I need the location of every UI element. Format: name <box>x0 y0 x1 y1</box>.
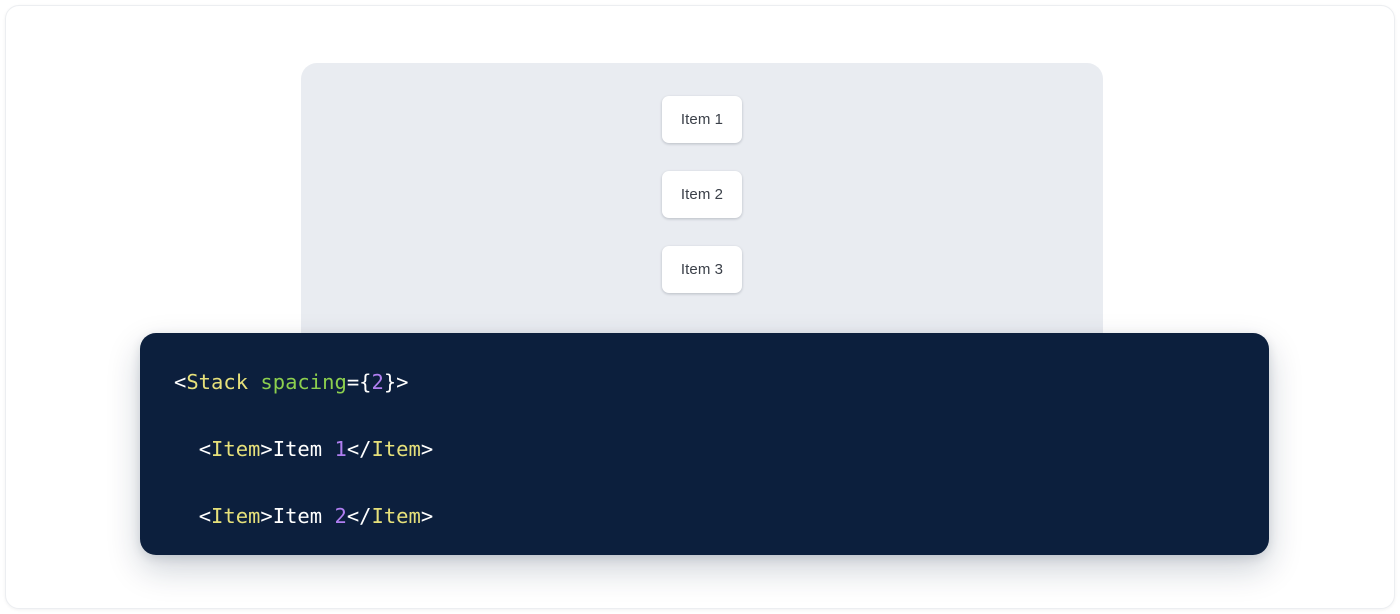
code-token-tag: Item <box>211 504 261 529</box>
stack-item-label: Item 1 <box>680 111 724 128</box>
code-block: <Stack spacing={2}> <Item>Item 1</Item> … <box>174 366 1269 555</box>
code-token-text: Item <box>272 437 335 462</box>
code-token-text: Item <box>272 504 335 529</box>
code-token-punct: < <box>198 437 212 462</box>
code-token-punct: > <box>420 437 434 462</box>
stack-item-label: Item 2 <box>680 186 724 203</box>
stack-container: Item 1 Item 2 Item 3 <box>301 96 1103 293</box>
code-panel[interactable]: <Stack spacing={2}> <Item>Item 1</Item> … <box>140 333 1269 555</box>
code-token-punct: > <box>260 437 273 462</box>
code-token-punct: </ <box>346 504 372 529</box>
code-token-tag: Item <box>211 437 261 462</box>
code-line: <Stack spacing={2}> <box>174 366 1269 400</box>
code-token-punct: > <box>420 504 434 529</box>
code-token-punct: > <box>260 504 273 529</box>
code-token-punct: < <box>174 370 187 394</box>
stack-item[interactable]: Item 1 <box>662 96 742 143</box>
code-token-attr: spacing <box>260 370 347 394</box>
code-token-punct: < <box>198 504 212 529</box>
code-token-punct: </ <box>346 437 372 462</box>
code-token-tag: Item <box>371 437 421 462</box>
code-token-tag: Item <box>371 504 421 529</box>
code-token-num: 2 <box>371 370 384 394</box>
code-token-num: 2 <box>334 504 347 529</box>
stack-item-label: Item 3 <box>680 261 724 278</box>
stack-item[interactable]: Item 3 <box>662 246 742 293</box>
code-token-punct: ={ <box>346 370 372 394</box>
code-token-text <box>248 370 260 394</box>
code-token-tag: Stack <box>186 370 249 394</box>
code-line: <Item>Item 1</Item> <box>174 433 1269 467</box>
code-line: <Item>Item 2</Item> <box>174 500 1269 534</box>
page-frame: Item 1 Item 2 Item 3 <Stack spacing={2}>… <box>5 5 1395 609</box>
code-token-num: 1 <box>334 437 347 462</box>
stack-item[interactable]: Item 2 <box>662 171 742 218</box>
code-token-punct: }> <box>383 370 409 394</box>
